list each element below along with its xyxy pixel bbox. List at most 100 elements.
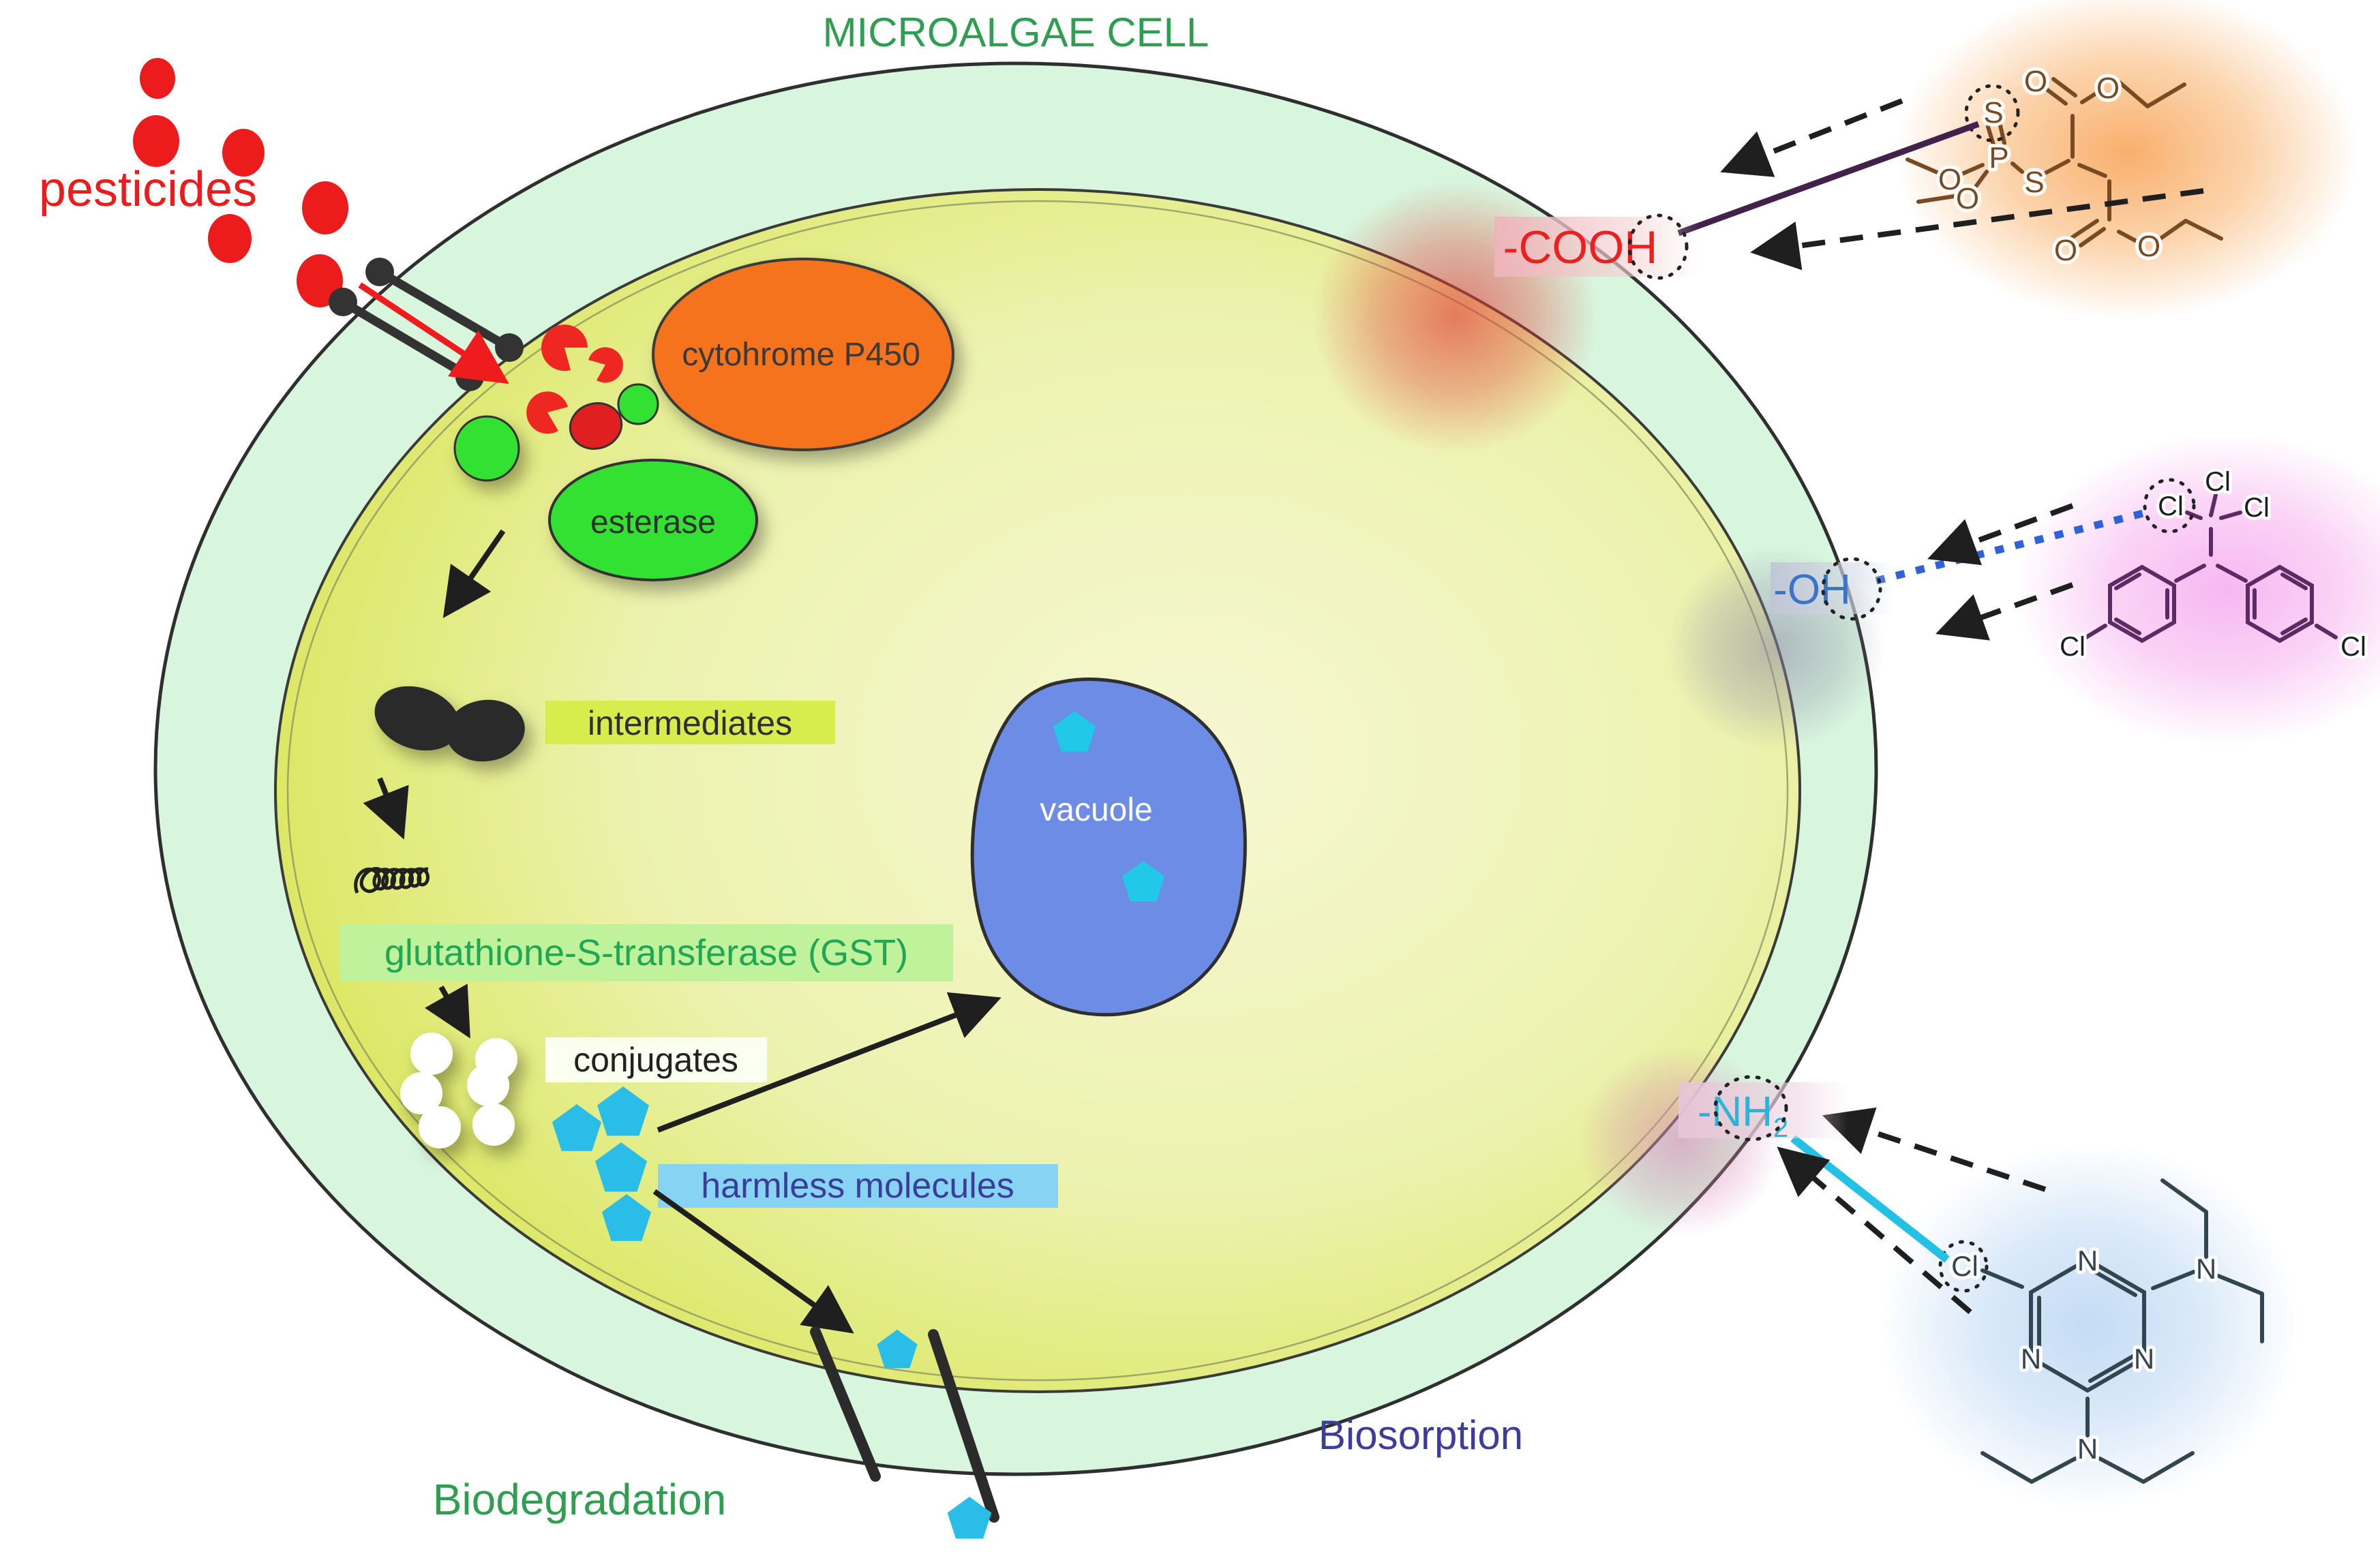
- atom-label: Cl: [2340, 632, 2366, 662]
- atom-label: N: [2134, 1343, 2154, 1375]
- atom-label: Cl: [2205, 467, 2231, 497]
- triazine-atoms: N N N N N Cl: [1948, 1241, 2220, 1468]
- inner-membrane-line: [286, 200, 1789, 1382]
- exit-channel: [810, 1326, 881, 1482]
- atom-label: O: [2024, 65, 2047, 98]
- gst-label: glutathione-S-transferase (GST): [385, 932, 908, 973]
- oh-dashed-arrows: [1927, 503, 2074, 641]
- organochlorine-bonds: [2084, 493, 2338, 643]
- cooh-dotted-circle: [1627, 213, 1689, 280]
- atom-label: O: [1938, 163, 1961, 196]
- sorption-dashed-arrow: [1720, 98, 1903, 177]
- pesticides-label: pesticides: [39, 162, 257, 217]
- chlorine-dotted-circle: [2143, 478, 2196, 534]
- pesticide-dot: [133, 115, 179, 167]
- triazine-glow: [1878, 1142, 2301, 1510]
- atom-label: Cl: [2244, 493, 2270, 523]
- channel-dot: [365, 258, 394, 286]
- cooh-box: [1494, 217, 1699, 277]
- enzyme-green-circle: [617, 383, 659, 425]
- pacman-fragment: [541, 324, 588, 371]
- gst-highlight: [340, 924, 953, 981]
- exit-channel: [928, 1329, 999, 1523]
- sorption-dashed-arrow: [1927, 503, 2074, 566]
- conjugate-circle: [467, 1064, 509, 1106]
- channel-dot: [329, 288, 357, 316]
- exit-channels: [810, 1326, 999, 1523]
- biosorption-label: Biosorption: [1319, 1412, 1523, 1458]
- uptake-arrow: [358, 282, 509, 384]
- atom-label: N: [2196, 1253, 2216, 1285]
- enzyme-red-ellipse: [569, 402, 623, 450]
- organophosphate-structure: S P O O S O O O O: [1905, 61, 2223, 271]
- atom-label: Cl: [2060, 632, 2085, 662]
- atom-label: Cl: [2158, 491, 2184, 521]
- organophosphate-atoms: S P O O S O O O O: [1935, 61, 2164, 271]
- vacuole-label: vacuole: [1040, 792, 1152, 828]
- organophosphate-bonds: [1905, 77, 2223, 247]
- conjugate-circle: [419, 1106, 461, 1148]
- pesticide-dot: [302, 181, 348, 234]
- pesticide-dot: [208, 214, 252, 263]
- esterase-label: esterase: [590, 504, 716, 540]
- nh2-label: -NH: [1698, 1088, 1773, 1136]
- chlorine-dotted-circle: [1938, 1240, 1989, 1293]
- oh-dotted-circle: [1821, 557, 1882, 621]
- sorption-dashed-arrow: [1935, 582, 2074, 641]
- atom-label: O: [2096, 72, 2120, 105]
- enzyme-fragments: [526, 324, 623, 434]
- harmless-highlight: [658, 1164, 1058, 1208]
- esterase-organelle: [548, 459, 758, 581]
- conjugate-circle: [472, 1103, 515, 1146]
- atom-label: Cl: [1951, 1250, 1978, 1282]
- biodegradation-label: Biodegradation: [433, 1475, 727, 1524]
- conjugate-circle: [400, 1072, 442, 1114]
- conjugate-circles: [400, 1033, 517, 1148]
- triazine-bonds: [1980, 1178, 2264, 1484]
- conjugates-label: conjugates: [573, 1041, 738, 1079]
- degraded-molecule-scribble: [354, 867, 430, 894]
- organochlorine-atoms: Cl Cl Cl Cl Cl: [2057, 464, 2370, 665]
- pesticide-dots: [133, 58, 348, 307]
- atom-label: O: [1956, 182, 1979, 215]
- atom-label: O: [2054, 234, 2077, 267]
- intermediates-label: intermediates: [588, 704, 792, 742]
- organophosphate-glow: [1895, 0, 2359, 320]
- page-title: MICROALGAE CELL: [823, 10, 1209, 55]
- arrow-to-intermediates: [442, 529, 506, 618]
- harmless-label: harmless molecules: [701, 1166, 1014, 1206]
- sorption-dashed-arrow: [1777, 1146, 1972, 1315]
- cooh-dashed-arrows: [1720, 98, 2204, 271]
- intermediates-highlight: [545, 701, 835, 744]
- intermediates-blobs: [374, 686, 525, 762]
- arrow-to-vacuole: [657, 992, 1001, 1133]
- atom-label: S: [2024, 166, 2044, 199]
- atom-label: N: [2021, 1343, 2041, 1375]
- pacman-fragment: [526, 391, 568, 434]
- cytochrome-label: cytohrome P450: [682, 337, 920, 373]
- arrow-to-conjugates: [425, 984, 470, 1039]
- oh-label: -OH: [1773, 566, 1851, 613]
- atom-label: N: [2077, 1433, 2098, 1465]
- pacman-fragment: [588, 347, 623, 383]
- atom-label: S: [1983, 96, 2003, 130]
- pesticide-dot: [140, 58, 175, 99]
- intermediates-blob: [374, 686, 460, 751]
- atom-label: O: [2137, 230, 2160, 263]
- oh-dotted-bond-line: [1875, 508, 2148, 585]
- conjugates-box: [545, 1037, 767, 1082]
- arrow-to-exit: [652, 1189, 854, 1334]
- cooh-bond-line: [1677, 121, 1980, 237]
- sulfur-dotted-circle: [1964, 84, 2020, 142]
- nh2-box: [1678, 1082, 1848, 1138]
- intermediates-blob: [446, 699, 525, 762]
- nh2-dashed-arrows: [1777, 1107, 2047, 1315]
- enzyme-green-circle: [453, 415, 520, 482]
- pesticide-dot: [222, 129, 265, 177]
- nh2-bond-line: [1790, 1135, 1950, 1263]
- vacuole-organelle: [970, 677, 1247, 1017]
- atom-label: N: [2077, 1245, 2098, 1277]
- atom-label: P: [1989, 141, 2008, 174]
